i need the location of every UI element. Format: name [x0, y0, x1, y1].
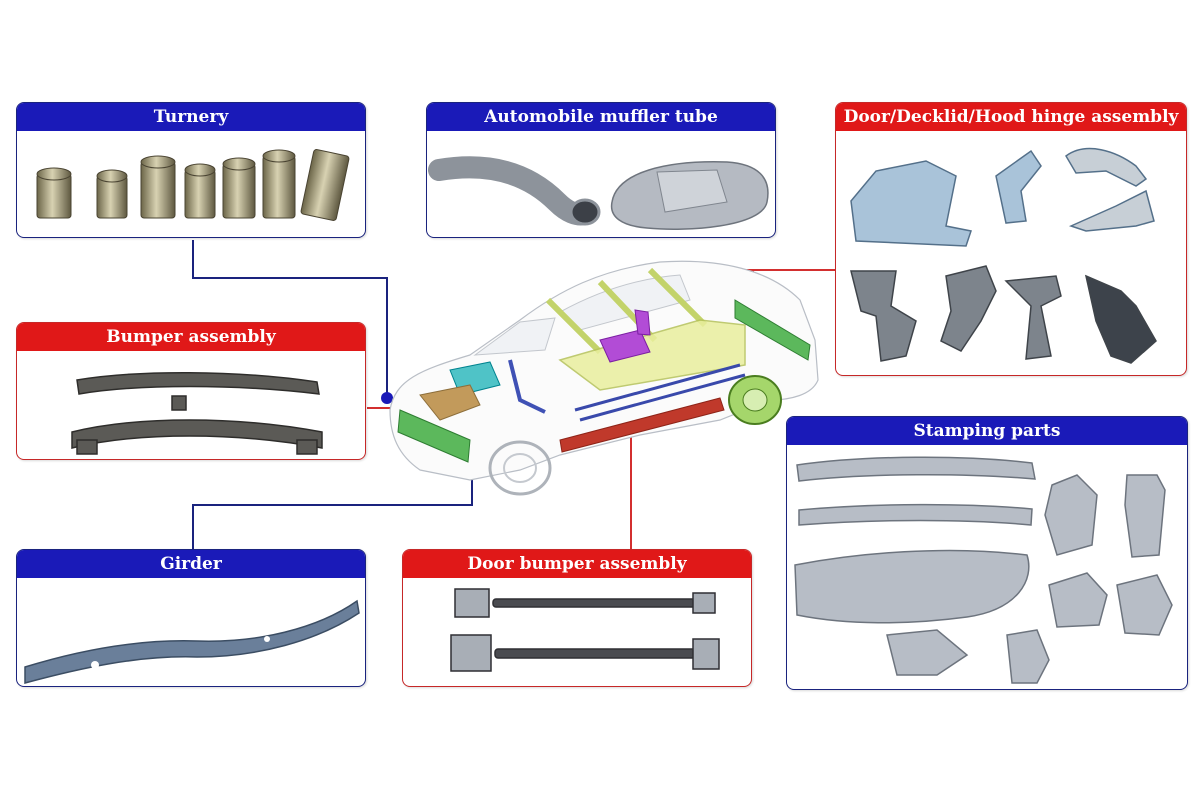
bumper-beam-icon [17, 351, 365, 459]
panel-title-door-bumper: Door bumper assembly [403, 550, 751, 578]
door-beam-icon [403, 578, 751, 686]
panel-turnery: Turnery [16, 102, 366, 238]
stamped-part-icon [787, 445, 1187, 689]
panel-muffler: Automobile muffler tube [426, 102, 776, 238]
panel-hinge: Door/Decklid/Hood hinge assembly [835, 102, 1187, 376]
panel-title-stamping: Stamping parts [787, 417, 1187, 445]
hinge-icon [836, 131, 1186, 375]
panel-bumper: Bumper assembly [16, 322, 366, 460]
panel-title-girder: Girder [17, 550, 365, 578]
panel-title-muffler: Automobile muffler tube [427, 103, 775, 131]
panel-door-bumper: Door bumper assembly [402, 549, 752, 687]
connector-dot-turnery [381, 392, 393, 404]
muffler-icon [427, 131, 775, 237]
panel-title-bumper: Bumper assembly [17, 323, 365, 351]
panel-girder: Girder [16, 549, 366, 687]
cylinder-part-icon [17, 131, 365, 237]
panel-title-hinge: Door/Decklid/Hood hinge assembly [836, 103, 1186, 131]
connector-turnery [192, 240, 388, 398]
girder-beam-icon [17, 578, 365, 686]
panel-title-turnery: Turnery [17, 103, 365, 131]
panel-stamping: Stamping parts [786, 416, 1188, 690]
